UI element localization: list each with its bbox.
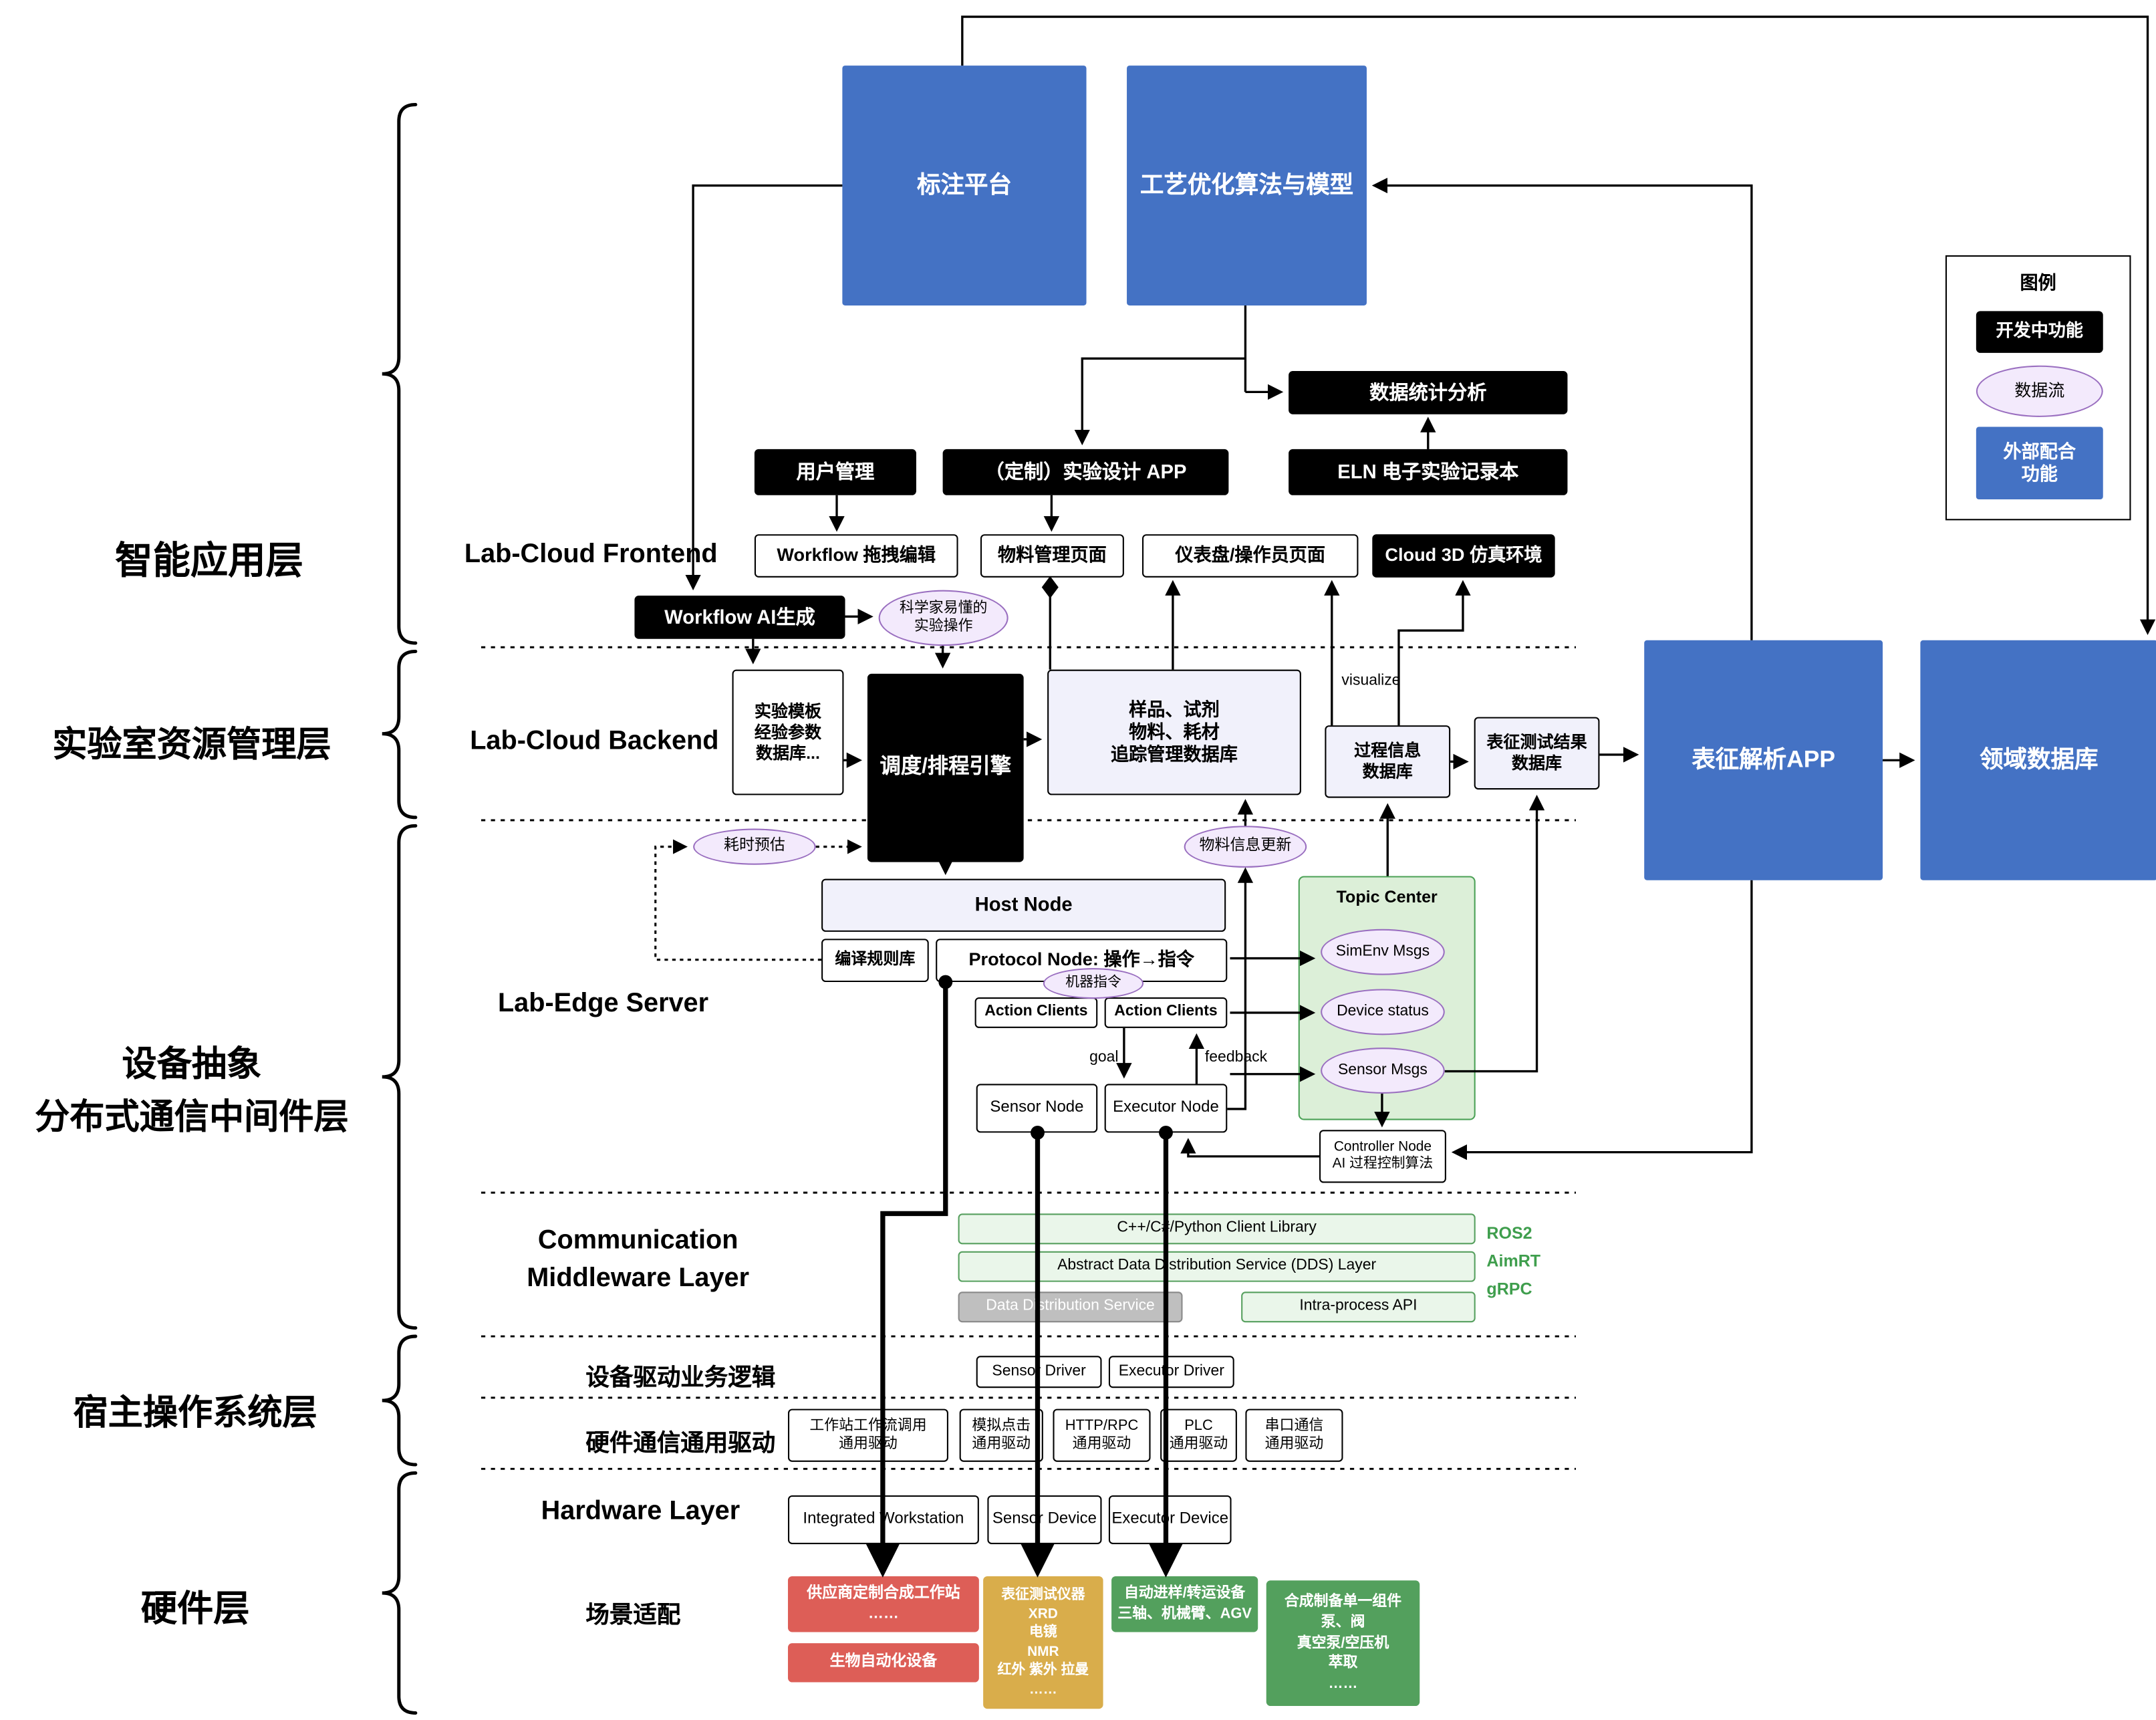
dds-abstract-bar: Abstract Data Distribution Service (DDS)… xyxy=(958,1251,1476,1282)
layer-label-resource: 实验室资源管理层 xyxy=(52,725,331,765)
topic-center-title: Topic Center xyxy=(1336,887,1438,907)
eln-node: ELN 电子实验记录本 xyxy=(1289,449,1568,495)
characterization-instruments-node: 表征测试仪器 XRD 电镜 NMR 红外 紫外 拉曼 …… xyxy=(983,1576,1103,1709)
material-update-dataflow: 物料信息更新 xyxy=(1184,826,1307,868)
controller-node: Controller Node AI 过程控制算法 xyxy=(1319,1130,1446,1183)
layer-label-device-abstraction: 设备抽象 分布式通信中间件层 xyxy=(35,1044,349,1136)
framework-aimrt-label: AimRT xyxy=(1486,1251,1541,1271)
section-label-hw-comm: 硬件通信通用驱动 xyxy=(585,1429,776,1457)
layer-brace xyxy=(382,102,418,1715)
visualize-label: visualize xyxy=(1341,672,1401,689)
integrated-workstation-node: Integrated Workstation xyxy=(787,1495,979,1544)
cloud-3d-node: Cloud 3D 仿真环境 xyxy=(1372,534,1555,578)
framework-grpc-label: gRPC xyxy=(1486,1279,1532,1299)
layer-label-host-os: 宿主操作系统层 xyxy=(73,1393,317,1433)
char-app-node: 表征解析APP xyxy=(1644,640,1883,880)
workflow-edit-node: Workflow 拖拽编辑 xyxy=(754,534,958,578)
char-result-db-node: 表征测试结果 数据库 xyxy=(1474,717,1600,790)
sensor-msgs-dataflow: Sensor Msgs xyxy=(1321,1048,1445,1094)
material-page-node: 物料管理页面 xyxy=(980,534,1124,578)
intra-process-api-bar: Intra-process API xyxy=(1241,1292,1476,1323)
dashboard-page-node: 仪表盘/操作员页面 xyxy=(1142,534,1359,578)
legend-title: 图例 xyxy=(2020,271,2056,293)
machine-cmd-dataflow: 机器指令 xyxy=(1043,968,1144,999)
executor-node: Executor Node xyxy=(1104,1084,1228,1133)
domain-db-node: 领域数据库 xyxy=(1920,640,2156,880)
process-optimization-node: 工艺优化算法与模型 xyxy=(1127,66,1367,305)
host-node: Host Node xyxy=(821,878,1226,932)
legend-dataflow-item: 数据流 xyxy=(1976,365,2103,417)
data-stats-node: 数据统计分析 xyxy=(1289,371,1568,414)
process-db-node: 过程信息 数据库 xyxy=(1325,725,1451,798)
workstation-driver-node: 工作站工作流调用 通用驱动 xyxy=(787,1408,948,1462)
vendor-workstation-node: 供应商定制合成工作站 …… xyxy=(787,1576,979,1632)
http-rpc-driver-node: HTTP/RPC 通用驱动 xyxy=(1053,1408,1151,1462)
action-clients-right-node: Action Clients xyxy=(1104,997,1228,1028)
framework-ros2-label: ROS2 xyxy=(1486,1223,1532,1243)
time-estimate-dataflow: 耗时预估 xyxy=(693,828,816,865)
workflow-ai-node: Workflow AI生成 xyxy=(634,596,845,639)
client-library-bar: C++/C#/Python Client Library xyxy=(958,1213,1476,1245)
plc-driver-node: PLC 通用驱动 xyxy=(1160,1408,1237,1462)
serial-driver-node: 串口通信 通用驱动 xyxy=(1245,1408,1343,1462)
executor-driver-node: Executor Driver xyxy=(1108,1356,1234,1388)
sensor-node: Sensor Node xyxy=(976,1084,1098,1133)
simenv-msgs-dataflow: SimEnv Msgs xyxy=(1321,929,1445,975)
section-label-driver-logic: 设备驱动业务逻辑 xyxy=(585,1364,776,1391)
sci-ops-dataflow: 科学家易懂的 实验操作 xyxy=(878,590,1008,646)
compile-rules-node: 编译规则库 xyxy=(821,939,929,983)
layer-label-hardware: 硬件层 xyxy=(140,1587,250,1630)
section-label-edge: Lab-Edge Server xyxy=(497,989,709,1019)
section-label-scene: 场景适配 xyxy=(585,1601,681,1628)
user-mgmt-node: 用户管理 xyxy=(754,449,916,495)
bio-automation-node: 生物自动化设备 xyxy=(787,1643,979,1683)
sensor-driver-node: Sensor Driver xyxy=(976,1356,1102,1388)
goal-label: goal xyxy=(1089,1049,1119,1066)
annotation-platform-node: 标注平台 xyxy=(842,66,1087,305)
legend-external-item: 外部配合 功能 xyxy=(1976,426,2103,500)
protocol-node: Protocol Node: 操作→指令 xyxy=(936,939,1228,983)
feedback-label: feedback xyxy=(1204,1049,1268,1066)
synthesis-components-node: 合成制备单一组件 泵、阀 真空泵/空压机 萃取 …… xyxy=(1266,1580,1420,1707)
executor-device-node: Executor Device xyxy=(1108,1495,1232,1544)
template-db-node: 实验模板 经验参数 数据库... xyxy=(732,669,844,795)
scheduler-node: 调度/排程引擎 xyxy=(867,673,1024,862)
legend-developing-item: 开发中功能 xyxy=(1976,311,2103,353)
dds-service-bar: Data Distribution Service xyxy=(958,1292,1183,1323)
section-label-backend: Lab-Cloud Backend xyxy=(470,727,719,756)
click-driver-node: 模拟点击 通用驱动 xyxy=(959,1408,1043,1462)
section-label-middleware: Communication Middleware Layer xyxy=(527,1226,750,1293)
sample-db-node: 样品、试剂 物料、耗材 追踪管理数据库 xyxy=(1047,669,1301,795)
exp-design-app-node: （定制）实验设计 APP xyxy=(942,449,1229,495)
layer-label-app: 智能应用层 xyxy=(115,539,303,582)
section-label-hardware-layer: Hardware Layer xyxy=(541,1497,740,1526)
transfer-devices-node: 自动进样/转运设备 三轴、机械臂、AGV xyxy=(1111,1576,1258,1632)
section-label-frontend: Lab-Cloud Frontend xyxy=(464,539,718,570)
action-clients-left-node: Action Clients xyxy=(974,997,1098,1028)
device-status-dataflow: Device status xyxy=(1321,989,1445,1035)
sensor-device-node: Sensor Device xyxy=(987,1495,1102,1544)
